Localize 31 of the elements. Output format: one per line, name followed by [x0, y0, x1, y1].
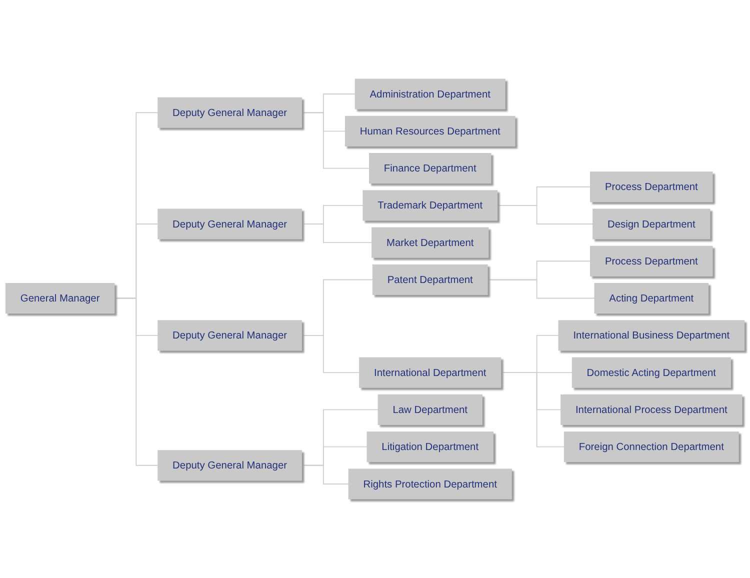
connector	[301, 224, 372, 244]
node-box: Market Department	[372, 227, 489, 258]
connector	[114, 298, 158, 466]
node-box: Deputy General Manager	[158, 450, 302, 481]
node-box: Deputy General Manager	[158, 320, 302, 351]
node-box: Acting Department	[594, 283, 709, 314]
node-box: International Department	[359, 357, 502, 388]
node-box: Process Department	[590, 246, 713, 276]
node-box: Law Department	[378, 394, 482, 425]
connector	[301, 464, 350, 484]
connector	[496, 204, 594, 224]
connector	[301, 334, 360, 374]
node-box: Foreign Connection Department	[564, 432, 739, 462]
node-box: General Manager	[5, 283, 115, 314]
node-box: Trademark Department	[362, 190, 498, 221]
node-box: Administration Department	[354, 78, 506, 110]
node-box: Design Department	[592, 208, 710, 240]
connector	[500, 372, 565, 448]
connector	[486, 279, 596, 299]
node-box: Deputy General Manager	[158, 208, 302, 240]
node-box: International Business Department	[558, 320, 745, 351]
node-box: Litigation Department	[366, 432, 494, 462]
connector	[301, 112, 370, 169]
node-box: Finance Department	[369, 153, 492, 184]
node-box: Domestic Acting Department	[572, 357, 731, 388]
node-box: International Process Department	[560, 394, 742, 425]
node-box: Deputy General Manager	[158, 97, 302, 128]
node-box: Patent Department	[372, 264, 488, 295]
node-box: Human Resources Department	[344, 116, 516, 146]
node-box: Process Department	[590, 172, 713, 202]
node-box: Rights Protection Department	[348, 468, 512, 500]
